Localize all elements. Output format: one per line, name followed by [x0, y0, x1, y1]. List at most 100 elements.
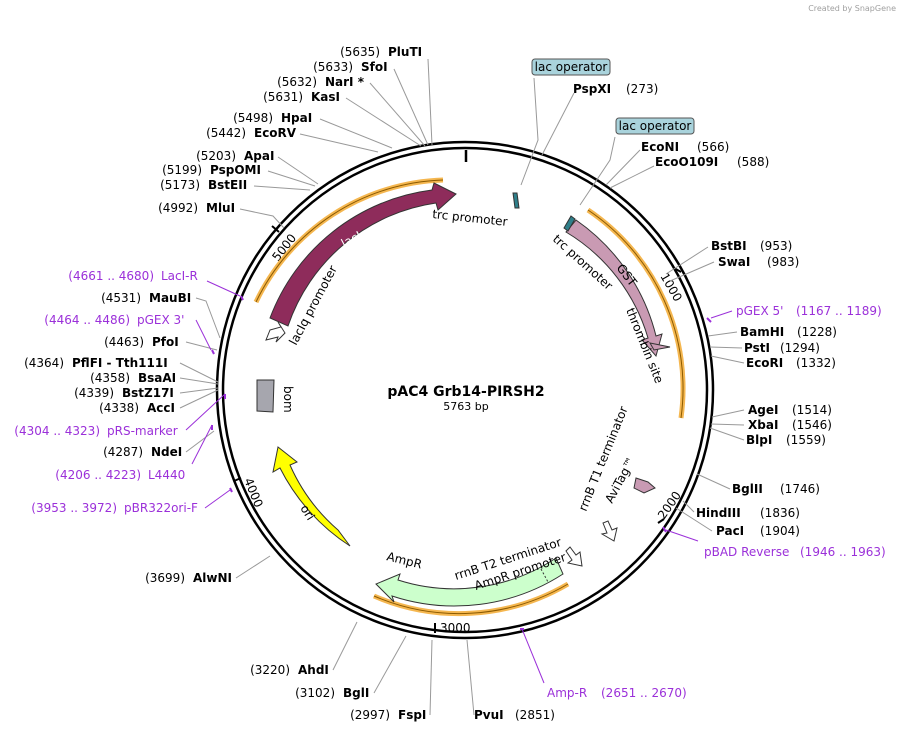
- line-bstz17i: [179, 387, 219, 394]
- orf-ampr-core: [373, 583, 569, 615]
- site-blpi-pos: (1559): [786, 433, 826, 447]
- primer-pbad-name: pBAD Reverse: [704, 545, 789, 559]
- tick-3000-label: 3000: [440, 621, 471, 635]
- orf-arcs: [253, 177, 686, 617]
- line-bsaai: [179, 377, 219, 385]
- pline-ampr: [521, 628, 545, 684]
- line-mlui: [239, 208, 285, 229]
- primer-laci-r-range: (4661 .. 4680): [68, 269, 154, 283]
- lac-operator-box-2: lac operator: [615, 117, 695, 135]
- line-kasi: [345, 97, 422, 147]
- site-apai-pos: (5203): [196, 149, 236, 163]
- feature-bom-box: [256, 379, 275, 413]
- line-paci: [675, 507, 713, 532]
- pline-prs: [185, 393, 226, 431]
- feature-thrombin-mark: [649, 342, 671, 351]
- line-pspomi: [267, 170, 316, 187]
- primer-mark-pgex5: [706, 317, 712, 323]
- line-psti: [709, 346, 743, 349]
- credit-text: Created by SnapGene: [808, 4, 896, 13]
- backbone-inner-circle: [221, 146, 709, 634]
- callout-lines: [179, 58, 745, 716]
- line-pspxi: [541, 92, 575, 156]
- feature-laci-arrow: [269, 182, 457, 327]
- primer-l4440-range: (4206 .. 4223): [55, 468, 141, 482]
- plasmid-length: 5763 bp: [443, 400, 488, 413]
- site-fspi-pos: (2997): [350, 708, 390, 722]
- site-bglii-name: BglII: [732, 482, 763, 496]
- site-paci-name: PacI: [716, 524, 744, 538]
- orf-laci-core: [255, 179, 444, 303]
- line-fspi: [429, 639, 433, 716]
- site-xbai-name: XbaI: [748, 418, 778, 432]
- site-sfoi-pos: (5633): [313, 60, 353, 74]
- site-hindiii-name: HindIII: [696, 506, 741, 520]
- pline-pgex3: [195, 319, 212, 351]
- line-blpi: [709, 427, 745, 441]
- line-ndei: [185, 430, 215, 453]
- primer-pgex3-range: (4464 .. 4486): [44, 313, 130, 327]
- site-paci-pos: (1904): [760, 524, 800, 538]
- site-pspomi-pos: (5199): [162, 163, 202, 177]
- site-ahdi-name: AhdI: [298, 663, 329, 677]
- site-maubi-name: MauBI: [149, 291, 191, 305]
- site-nari-name: NarI *: [325, 75, 365, 89]
- site-bsteii-name: BstEII: [208, 178, 247, 192]
- plasmid-name: pAC4 Grb14-PIRSH2: [387, 384, 544, 400]
- site-xbai-pos: (1546): [792, 418, 832, 432]
- line-lac-op-1: [520, 77, 539, 186]
- primer-pbr322-range: (3953 .. 3972): [31, 501, 117, 515]
- site-pluti-pos: (5635): [340, 45, 380, 59]
- site-hpai-name: HpaI: [281, 111, 312, 125]
- line-alwni: [235, 555, 271, 579]
- lac-operator-1-label: lac operator: [535, 60, 608, 74]
- line-nari: [369, 82, 426, 147]
- line-bglii: [696, 473, 731, 490]
- site-ndei-name: NdeI: [151, 445, 182, 459]
- site-mlui-name: MluI: [206, 201, 235, 215]
- site-agei-name: AgeI: [748, 403, 778, 417]
- primer-callout-lines: [185, 280, 733, 684]
- primer-labels: (4661 .. 4680) LacI-R (4464 .. 4486) pGE…: [14, 269, 885, 700]
- site-bamhi-pos: (1228): [797, 325, 837, 339]
- site-bstbi-pos: (953): [760, 239, 792, 253]
- site-psti-name: PstI: [744, 341, 770, 355]
- primer-laci-r-name: LacI-R: [161, 269, 198, 283]
- tick-5000-mark: [271, 225, 280, 233]
- feature-rrnb-t1-arrow: [600, 520, 618, 542]
- site-fspi-name: FspI: [398, 708, 426, 722]
- site-ecorv-name: EcoRV: [254, 126, 297, 140]
- site-acci-name: AccI: [147, 401, 175, 415]
- primer-mark-pgex3: [211, 349, 215, 355]
- site-hindiii-pos: (1836): [760, 506, 800, 520]
- primer-mark-pbad: [662, 526, 667, 533]
- line-pfoi: [185, 341, 218, 351]
- line-pflfi: [179, 362, 219, 383]
- primer-pgex5-range: (1167 .. 1189): [796, 304, 882, 318]
- line-apai: [277, 156, 319, 185]
- site-psti-pos: (1294): [780, 341, 820, 355]
- primer-pbad-range: (1946 .. 1963): [800, 545, 886, 559]
- site-bstz17i-name: BstZ17I: [122, 386, 174, 400]
- feature-ampr-arrow: [375, 557, 564, 607]
- site-pflfi-name: PflFI - Tth111I: [72, 356, 168, 370]
- site-pfoi-name: PfoI: [152, 335, 179, 349]
- line-xbai: [710, 423, 745, 426]
- site-agei-pos: (1514): [792, 403, 832, 417]
- site-bstbi-name: BstBI: [711, 239, 747, 253]
- site-ecori-pos: (1332): [796, 356, 836, 370]
- site-ecoo109i-pos: (588): [737, 155, 769, 169]
- tick-2000-label: 2000: [655, 489, 684, 522]
- line-agei: [711, 409, 745, 418]
- site-bgli-pos: (3102): [295, 686, 335, 700]
- tick-4000-mark: [233, 477, 242, 482]
- primer-pgex5-name: pGEX 5': [736, 304, 783, 318]
- line-hpai: [319, 118, 393, 149]
- line-econi: [605, 149, 641, 186]
- feature-gst-arrow: [565, 219, 663, 358]
- site-ecoo109i-name: EcoO109I: [655, 155, 718, 169]
- site-ecorv-pos: (5442): [206, 126, 246, 140]
- site-pflfi-pos: (4364): [24, 356, 64, 370]
- site-econi-name: EcoNI: [641, 140, 679, 154]
- features: [256, 182, 671, 607]
